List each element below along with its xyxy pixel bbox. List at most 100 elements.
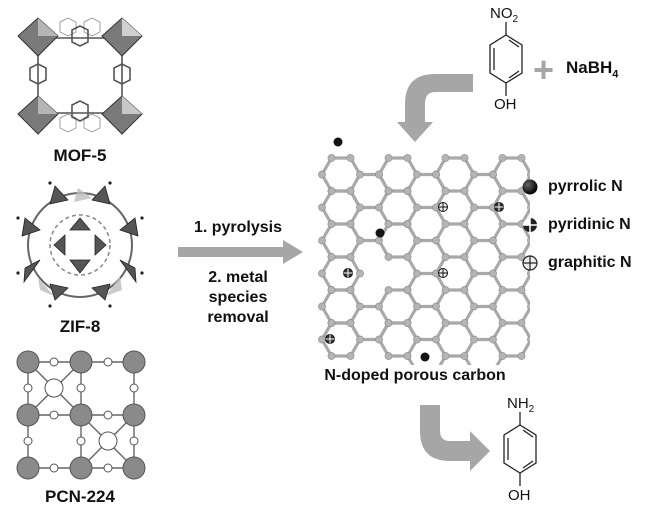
carbon-atom [498, 253, 507, 261]
carbon-atom [375, 302, 383, 311]
carbon-atom [460, 352, 469, 360]
pyrrolic-n-icon [522, 179, 538, 195]
carbon-atom [498, 154, 507, 162]
carbon-atom [327, 253, 336, 261]
carbon-atom [318, 236, 326, 245]
carbon-atom [527, 203, 530, 212]
pyridinic-n-atom [343, 268, 353, 278]
carbon-atom [346, 253, 355, 261]
carbon-atom [356, 335, 364, 344]
carbon-atom [470, 335, 478, 344]
carbon-atom [356, 269, 364, 278]
carbon-atom [356, 236, 364, 245]
carbon-atom [489, 302, 497, 311]
graphitic-n-atom [438, 202, 448, 212]
carbon-atom [441, 319, 450, 327]
carbon-atom [318, 203, 326, 212]
graphitic-n-icon [522, 255, 538, 271]
mof-5-structure [17, 17, 143, 135]
carbon-atom [470, 269, 478, 278]
amino-group-label: NH2 [507, 395, 535, 415]
carbon-atom [327, 319, 336, 327]
pyrrolic-n-atom [333, 137, 343, 147]
carbon-atom [460, 319, 469, 327]
carbon-atom [413, 203, 421, 212]
product-label: N-doped porous carbon [324, 367, 506, 384]
carbon-atom [346, 352, 355, 360]
carbon-atom [441, 253, 450, 261]
carbon-atom [327, 154, 336, 162]
mof-5-label: MOF-5 [53, 146, 107, 165]
carbon-atom [356, 203, 364, 212]
carbon-atom [441, 352, 450, 360]
process-arrow [178, 240, 303, 264]
carbon-atom [346, 319, 355, 327]
carbon-atom [346, 154, 355, 162]
pyridinic-n-icon [523, 218, 537, 232]
carbon-atom [327, 187, 336, 195]
carbon-atom [517, 352, 526, 360]
step-2-metal-removal: 2. metal species removal [178, 268, 298, 328]
carbon-atom [517, 154, 526, 162]
carbon-atom [441, 220, 450, 228]
carbon-atom [470, 170, 478, 179]
carbon-atom [489, 236, 497, 245]
carbon-atom [432, 236, 440, 245]
carbon-atom [384, 319, 393, 327]
pcn-224-structure [16, 350, 146, 480]
n-doped-carbon-lattice [318, 137, 530, 365]
carbon-atom [527, 269, 530, 278]
carbon-atom [327, 352, 336, 360]
carbon-atom [318, 335, 326, 344]
carbon-atom [375, 170, 383, 179]
pyridinic-n-atom [325, 334, 335, 344]
carbon-atom [403, 220, 412, 228]
legend-item-pyridinic: pyridinic N [522, 214, 632, 236]
pcn-224-label: PCN-224 [45, 487, 115, 506]
carbon-atom [375, 203, 383, 212]
carbon-atom [413, 269, 421, 278]
carbon-atom [403, 253, 412, 261]
carbon-atom [375, 335, 383, 344]
carbon-atom [413, 302, 421, 311]
carbon-atom [517, 253, 526, 261]
carbon-atom [384, 352, 393, 360]
carbon-atom [527, 302, 530, 311]
carbon-atom [470, 302, 478, 311]
carbon-atom [346, 286, 355, 294]
carbon-atom [403, 187, 412, 195]
carbon-atom [346, 187, 355, 195]
legend-item-pyrrolic: pyrrolic N [522, 176, 632, 198]
step-2-line-2: species [208, 289, 268, 306]
carbon-atom [460, 154, 469, 162]
curved-arrow-down [397, 74, 473, 142]
carbon-atom [356, 170, 364, 179]
carbon-atom [413, 236, 421, 245]
hydroxyl-group-label-bottom: OH [508, 487, 531, 504]
carbon-atom [489, 269, 497, 278]
carbon-atom [517, 319, 526, 327]
carbon-atom [403, 154, 412, 162]
carbon-atom [517, 286, 526, 294]
carbon-atom [527, 335, 530, 344]
carbon-atom [384, 286, 393, 294]
carbon-atom [441, 187, 450, 195]
carbon-atom [489, 335, 497, 344]
carbon-atom [460, 187, 469, 195]
carbon-atom [403, 352, 412, 360]
carbon-atom [432, 302, 440, 311]
nitro-group-label: NO2 [490, 5, 519, 25]
carbon-atom [432, 335, 440, 344]
carbon-atom [384, 154, 393, 162]
carbon-atom [498, 319, 507, 327]
carbon-atom [498, 187, 507, 195]
carbon-atom [318, 302, 326, 311]
hydroxyl-group-label-top: OH [494, 96, 517, 113]
carbon-atom [460, 286, 469, 294]
legend-item-graphitic: graphitic N [522, 252, 632, 274]
carbon-atom [346, 220, 355, 228]
nabh4-reagent-label: NaBH4 [566, 58, 619, 81]
carbon-atom [489, 170, 497, 179]
pyrrolic-n-atom [375, 228, 385, 238]
carbon-atom [384, 187, 393, 195]
